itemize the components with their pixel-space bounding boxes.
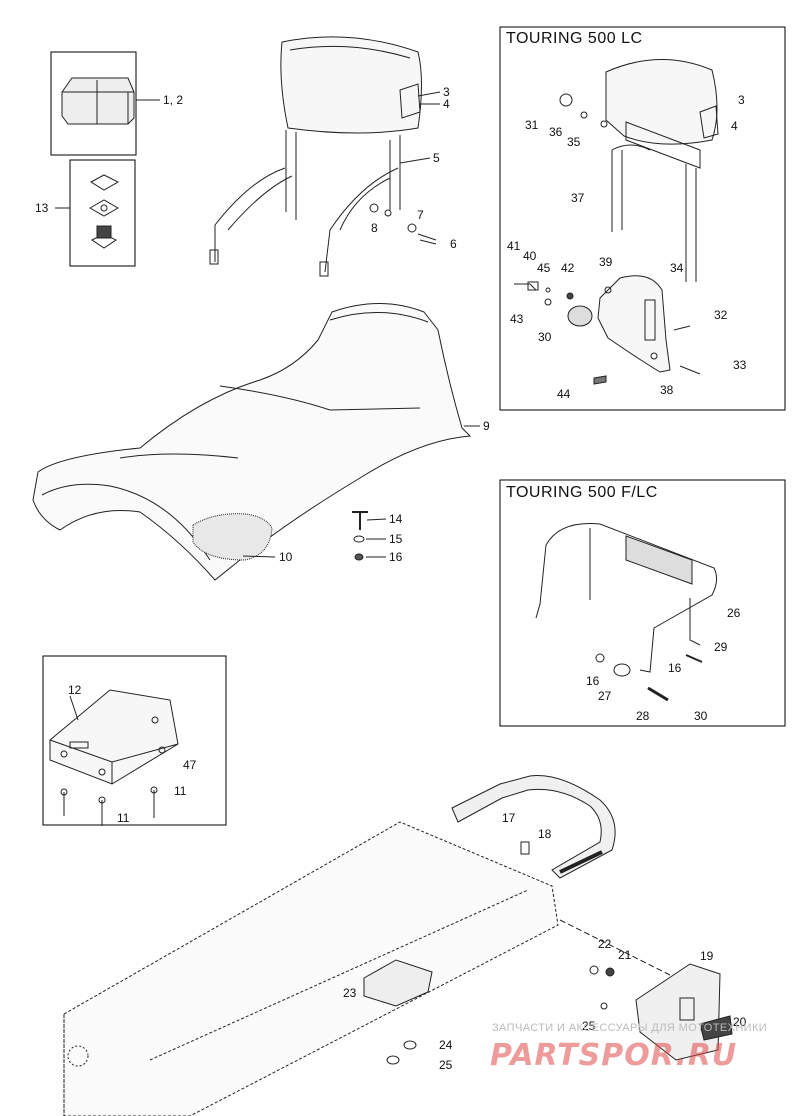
callout-6: 6 [450, 237, 457, 251]
lc-backrest-part [559, 59, 719, 282]
callout-4: 4 [443, 97, 450, 111]
callout-23: 23 [343, 986, 357, 1000]
callout-11b: 11 [117, 811, 130, 825]
flc-callout-27: 27 [598, 689, 612, 703]
pad-part [61, 77, 135, 125]
inset-touring-flc-box [499, 479, 786, 727]
callout-12: 12 [68, 683, 82, 697]
flc-callout-26: 26 [727, 606, 741, 620]
callout-22: 22 [598, 937, 612, 951]
storage-box-part [49, 689, 179, 826]
flc-callout-29: 29 [714, 640, 728, 654]
lc-callout-34: 34 [670, 261, 684, 275]
mount-plates-part [88, 174, 120, 249]
lc-callout-43: 43 [510, 312, 524, 326]
callout-3: 3 [443, 85, 450, 99]
lc-callout-35: 35 [567, 135, 581, 149]
callout-9: 9 [483, 419, 490, 433]
flc-callout-16b: 16 [586, 674, 600, 688]
callout-20: 20 [733, 1015, 747, 1029]
hardware-14-15-16 [352, 511, 368, 561]
lc-callout-38: 38 [660, 383, 674, 397]
callout-25a: 25 [582, 1019, 596, 1033]
lc-callout-36: 36 [549, 125, 563, 139]
touring-flc-title: TOURING 500 F/LC [506, 484, 658, 501]
lc-callout-31: 31 [525, 118, 539, 132]
callout-14: 14 [389, 512, 403, 526]
callout-25b: 25 [439, 1058, 453, 1072]
flc-rack-part [535, 522, 718, 702]
lc-callout-44: 44 [557, 387, 571, 401]
backrest-part [209, 36, 422, 277]
touring-lc-title: TOURING 500 LC [506, 30, 643, 47]
lc-bracket-part [514, 275, 701, 385]
mudflap-bracket-part [386, 963, 733, 1065]
lc-callout-45: 45 [537, 261, 551, 275]
inset-mount-box [69, 159, 136, 267]
inset-pad-box [50, 51, 137, 156]
watermark-brand: PARTSPOR.RU [490, 1038, 738, 1073]
callout-24: 24 [439, 1038, 453, 1052]
callout-11a: 11 [174, 784, 187, 798]
callout-8: 8 [371, 221, 378, 235]
callout-18: 18 [538, 827, 552, 841]
lc-callout-42: 42 [561, 261, 575, 275]
flc-callout-16a: 16 [668, 661, 682, 675]
lc-callout-4: 4 [731, 119, 738, 133]
callout-21: 21 [618, 948, 632, 962]
callout-labels: 1, 2 3 4 5 6 7 8 9 10 11 11 12 13 14 15 … [35, 85, 747, 1072]
lc-callout-33: 33 [733, 358, 747, 372]
seat-part [32, 303, 472, 581]
callout-10: 10 [279, 550, 293, 564]
callout-19: 19 [700, 949, 714, 963]
lc-callout-30: 30 [538, 330, 552, 344]
callout-16: 16 [389, 550, 403, 564]
lc-callout-39: 39 [599, 255, 613, 269]
inset-box-12 [42, 655, 227, 826]
flc-callout-30: 30 [694, 709, 708, 723]
lc-callout-41: 41 [507, 239, 521, 253]
handle-part [451, 775, 616, 879]
callout-47: 47 [183, 758, 197, 772]
callout-13: 13 [35, 201, 49, 215]
callout-17: 17 [502, 811, 516, 825]
watermark-tagline: ЗАПЧАСТИ И АКСЕССУАРЫ ДЛЯ МОТОТЕХНИКИ [492, 1022, 768, 1034]
lc-callout-3: 3 [738, 93, 745, 107]
callout-5: 5 [433, 151, 440, 165]
hardware-6-7-8 [369, 203, 437, 245]
lc-callout-37: 37 [571, 191, 585, 205]
tunnel-part [63, 821, 701, 1116]
callout-7: 7 [417, 208, 424, 222]
callout-1-2: 1, 2 [163, 93, 183, 107]
flc-callout-28: 28 [636, 709, 650, 723]
inset-touring-lc-box [499, 26, 786, 411]
lc-callout-32: 32 [714, 308, 728, 322]
callout-15: 15 [389, 532, 403, 546]
lc-callout-40: 40 [523, 249, 537, 263]
